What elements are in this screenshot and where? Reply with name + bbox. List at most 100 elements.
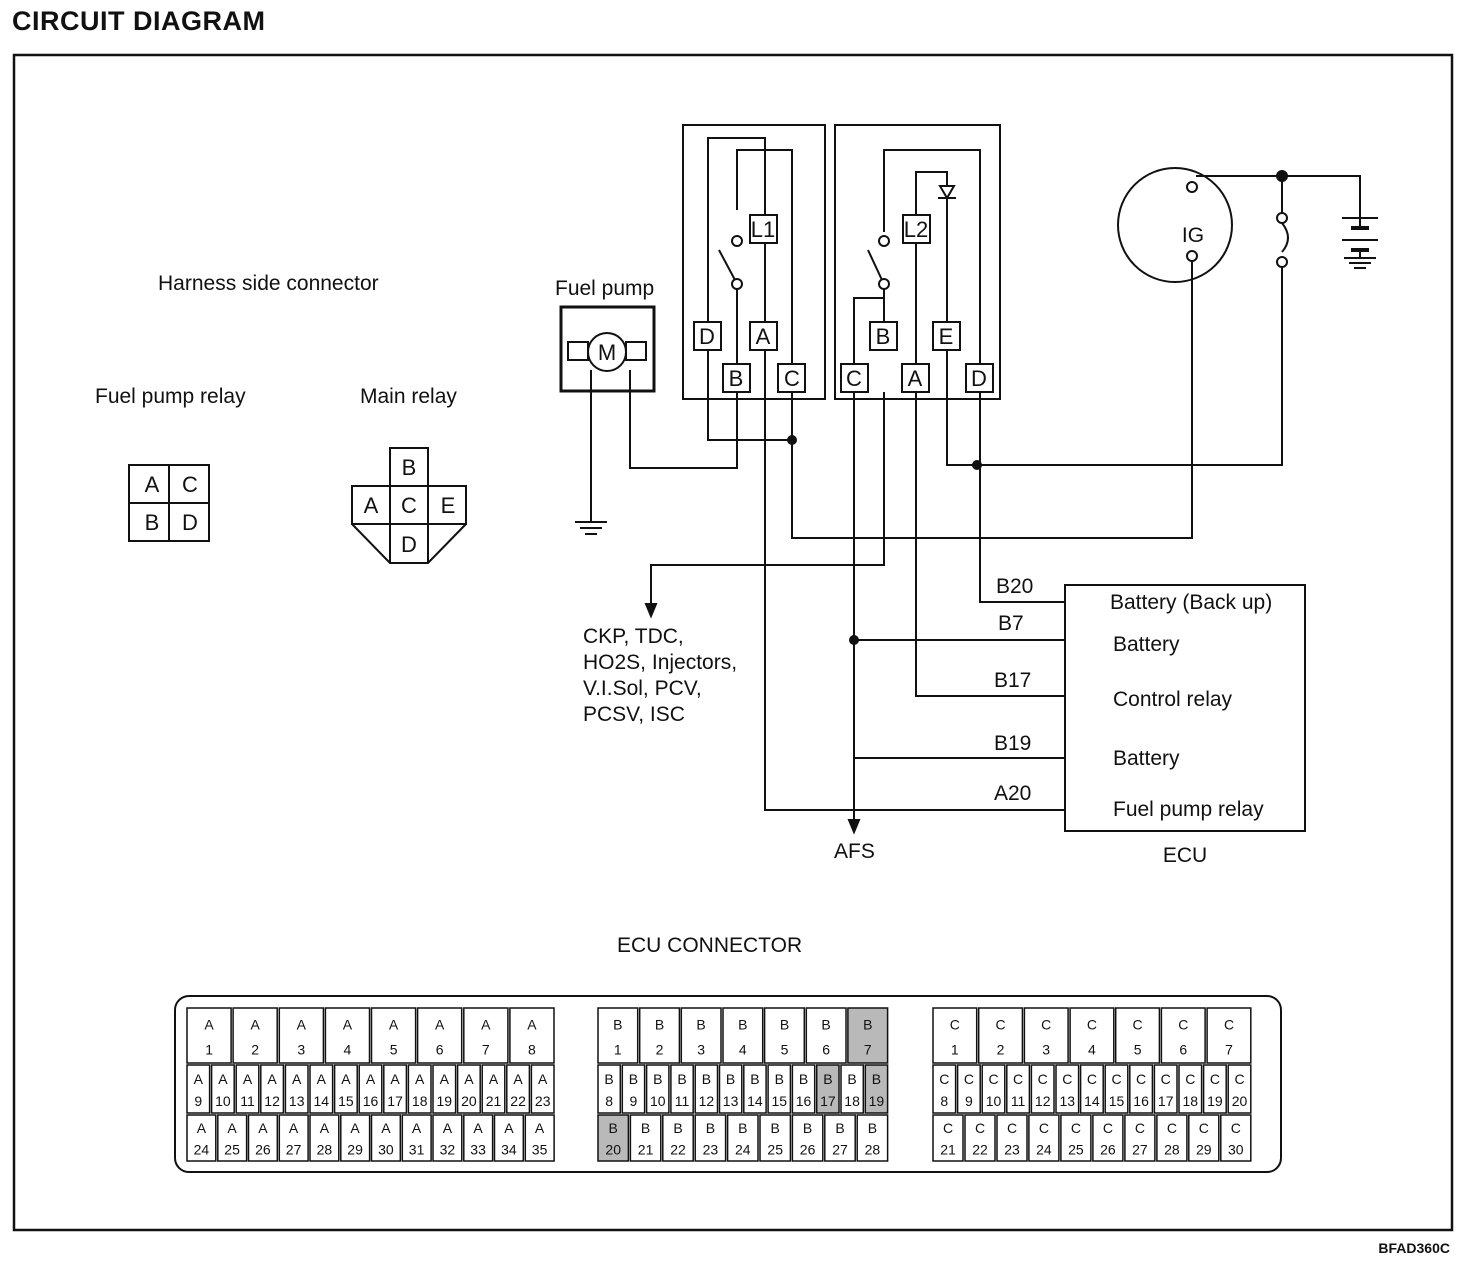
connector-pin-c1: C1: [932, 1007, 978, 1064]
svg-text:A: A: [513, 1071, 523, 1087]
connector-pin-a28: A28: [309, 1114, 340, 1162]
svg-text:16: 16: [363, 1093, 379, 1109]
connector-pin-b12: B12: [694, 1064, 719, 1114]
svg-text:A: A: [464, 1071, 474, 1087]
connector-pin-c20: C20: [1227, 1064, 1252, 1114]
connector-pin-b13: B 13: [718, 1064, 743, 1114]
svg-text:10: 10: [650, 1093, 666, 1109]
loads-line-3: V.I.Sol, PCV,: [583, 677, 702, 700]
svg-text:28: 28: [1164, 1141, 1180, 1157]
svg-text:A: A: [204, 1017, 214, 1033]
connector-pin-a17: A17: [383, 1064, 408, 1114]
svg-text:B: B: [771, 1120, 780, 1136]
l2-coil: L2: [904, 217, 928, 242]
svg-text:B: B: [726, 1071, 735, 1087]
svg-text:A: A: [435, 1017, 445, 1033]
svg-text:A: A: [350, 1120, 360, 1136]
svg-text:A: A: [317, 1071, 327, 1087]
svg-text:19: 19: [437, 1093, 453, 1109]
connector-pin-a35: A35: [524, 1114, 555, 1162]
svg-text:C: C: [1234, 1071, 1244, 1087]
connector-pin-a23: A23: [530, 1064, 555, 1114]
connector-pin-c22: C22: [964, 1114, 996, 1162]
svg-text:A: A: [297, 1017, 307, 1033]
connector-pin-b20: B 20: [597, 1114, 630, 1162]
svg-text:B: B: [653, 1071, 662, 1087]
motor-symbol: M: [598, 340, 616, 365]
harness-heading: Harness side connector: [158, 272, 379, 295]
ecu-fn-battery-backup: Battery (Back up): [1110, 591, 1272, 614]
svg-text:8: 8: [940, 1093, 948, 1109]
connector-pin-c19: C19: [1202, 1064, 1227, 1114]
connector-pin-a12: A 12: [260, 1064, 285, 1114]
svg-text:C: C: [1133, 1017, 1143, 1033]
connector-pin-b21: B21: [629, 1114, 662, 1162]
svg-text:B: B: [706, 1120, 715, 1136]
svg-text:C: C: [988, 1071, 998, 1087]
svg-text:14: 14: [1084, 1093, 1100, 1109]
connector-pin-a31: A31: [401, 1114, 432, 1162]
svg-text:C: C: [1210, 1071, 1220, 1087]
svg-text:1: 1: [205, 1042, 213, 1058]
svg-text:B: B: [702, 1071, 711, 1087]
connector-pin-c27: C27: [1124, 1114, 1156, 1162]
svg-text:B: B: [803, 1120, 812, 1136]
svg-text:23: 23: [535, 1093, 551, 1109]
connector-pin-c2: C2: [977, 1007, 1024, 1064]
svg-text:A: A: [267, 1071, 277, 1087]
ig-label: IG: [1182, 224, 1204, 247]
svg-text:B: B: [609, 1120, 618, 1136]
ecu-connector-grid: A1A2A3A4A5A6A7A8A9A10A11A12A13A14A15A16A…: [186, 1007, 1252, 1162]
svg-text:C: C: [1038, 1071, 1048, 1087]
svg-text:10: 10: [986, 1093, 1002, 1109]
fpr-pin-d: D: [182, 510, 198, 535]
svg-text:30: 30: [378, 1141, 394, 1157]
svg-text:A: A: [341, 1071, 351, 1087]
connector-pin-b15: B15: [767, 1064, 792, 1114]
mr-box-d: D: [971, 366, 987, 391]
connector-pin-a30: A30: [370, 1114, 402, 1162]
svg-text:33: 33: [470, 1141, 486, 1157]
svg-text:A: A: [504, 1120, 514, 1136]
connector-pin-a19: A 19: [432, 1064, 457, 1114]
svg-text:C: C: [964, 1071, 974, 1087]
mr-pin-e: E: [441, 493, 456, 518]
svg-text:A: A: [258, 1120, 268, 1136]
svg-text:C: C: [943, 1120, 953, 1136]
fpr-pin-c: C: [182, 472, 198, 497]
svg-text:B: B: [750, 1071, 759, 1087]
connector-pin-a29: A29: [340, 1114, 371, 1162]
ecu-fn-fuel-pump-relay: Fuel pump relay: [1113, 798, 1264, 821]
svg-text:2: 2: [997, 1042, 1005, 1058]
connector-pin-c24: C24: [1028, 1114, 1060, 1162]
svg-text:12: 12: [264, 1093, 280, 1109]
connector-pin-c5: C5: [1114, 1007, 1161, 1064]
main-relay-connector-label: Main relay: [360, 385, 457, 408]
svg-text:B: B: [641, 1120, 650, 1136]
svg-text:3: 3: [697, 1042, 705, 1058]
svg-text:C: C: [1199, 1120, 1209, 1136]
svg-text:20: 20: [605, 1141, 621, 1157]
svg-text:B: B: [604, 1071, 613, 1087]
connector-pin-b27: B27: [824, 1114, 856, 1162]
mr-pin-a: A: [364, 493, 379, 518]
svg-text:3: 3: [1042, 1042, 1050, 1058]
connector-pin-a13: A13: [284, 1064, 309, 1114]
svg-text:15: 15: [1109, 1093, 1125, 1109]
svg-text:13: 13: [723, 1093, 739, 1109]
svg-text:17: 17: [1158, 1093, 1174, 1109]
svg-text:A: A: [489, 1071, 499, 1087]
connector-pin-a6: A6: [416, 1007, 463, 1064]
connector-pin-a8: A8: [509, 1007, 555, 1064]
fuel-pump-relay-connector: A C B D: [128, 464, 210, 542]
connector-pin-c14: C14: [1079, 1064, 1104, 1114]
svg-text:B: B: [863, 1017, 872, 1033]
svg-text:13: 13: [1060, 1093, 1076, 1109]
mr-box-e: E: [939, 324, 954, 349]
connector-pin-b3: B3: [680, 1007, 722, 1064]
svg-text:B: B: [799, 1071, 808, 1087]
svg-text:A: A: [440, 1071, 450, 1087]
connector-pin-a22: A22: [506, 1064, 531, 1114]
afs-label: AFS: [834, 840, 875, 863]
svg-text:34: 34: [501, 1141, 517, 1157]
